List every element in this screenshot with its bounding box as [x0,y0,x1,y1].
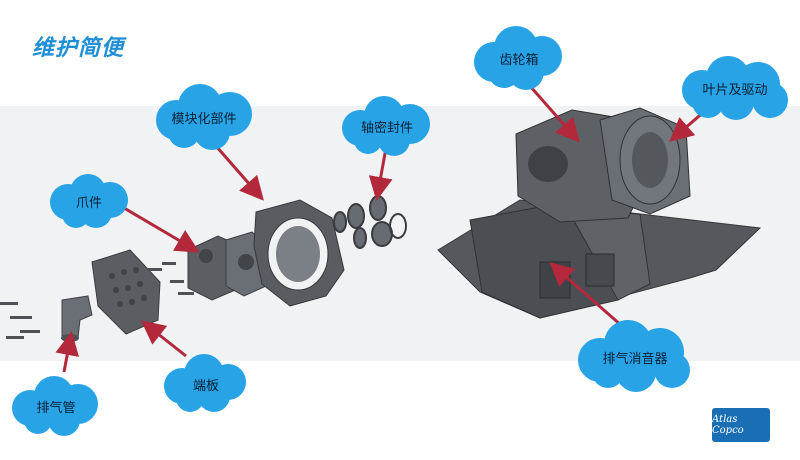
cloud-shape [156,84,252,150]
callout-modular-parts: 模块化部件 [152,82,256,152]
pump-assembly [437,107,762,319]
cloud-shape [164,354,246,412]
cloud-shape [578,320,690,392]
end-plate-part [91,249,161,335]
cloud-shape [342,96,430,156]
label-gearbox: 齿轮箱 [499,52,539,68]
label-exhaust-silencer: 排气消音器 [602,351,668,367]
callout-gearbox: 齿轮箱 [470,24,568,92]
screws-middle [148,262,194,295]
callout-shaft-seal: 轴密封件 [338,94,436,158]
label-modular-parts: 模块化部件 [171,111,237,127]
callout-exhaust-pipe: 排气管 [8,374,104,438]
label-exhaust-pipe: 排气管 [36,400,76,416]
exhaust-pipe-part [61,295,93,342]
logo-text: Atlas Copco [712,414,744,436]
bolts-left [0,302,40,339]
callout-end-plate: 端板 [162,354,250,414]
pointer-arrows [55,85,707,373]
callout-vanes-drive: 叶片及驱动 [676,56,794,120]
label-shaft-seal: 轴密封件 [360,120,413,136]
atlas-copco-logo: Atlas Copco [712,408,770,442]
label-end-plate: 端板 [192,378,219,394]
cloud-shape [474,26,562,90]
callout-exhaust-silencer: 排气消音器 [574,320,696,394]
slide-title: 维护简便 [32,36,125,61]
label-vanes-drive: 叶片及驱动 [702,82,768,98]
modular-housing-part [253,199,345,307]
cloud-shape [50,174,128,228]
shaft-seal-part [333,195,407,249]
callout-claws: 爪件 [48,172,130,230]
cloud-shape [12,376,98,436]
cloud-shape [682,56,788,120]
label-claws: 爪件 [75,195,102,211]
